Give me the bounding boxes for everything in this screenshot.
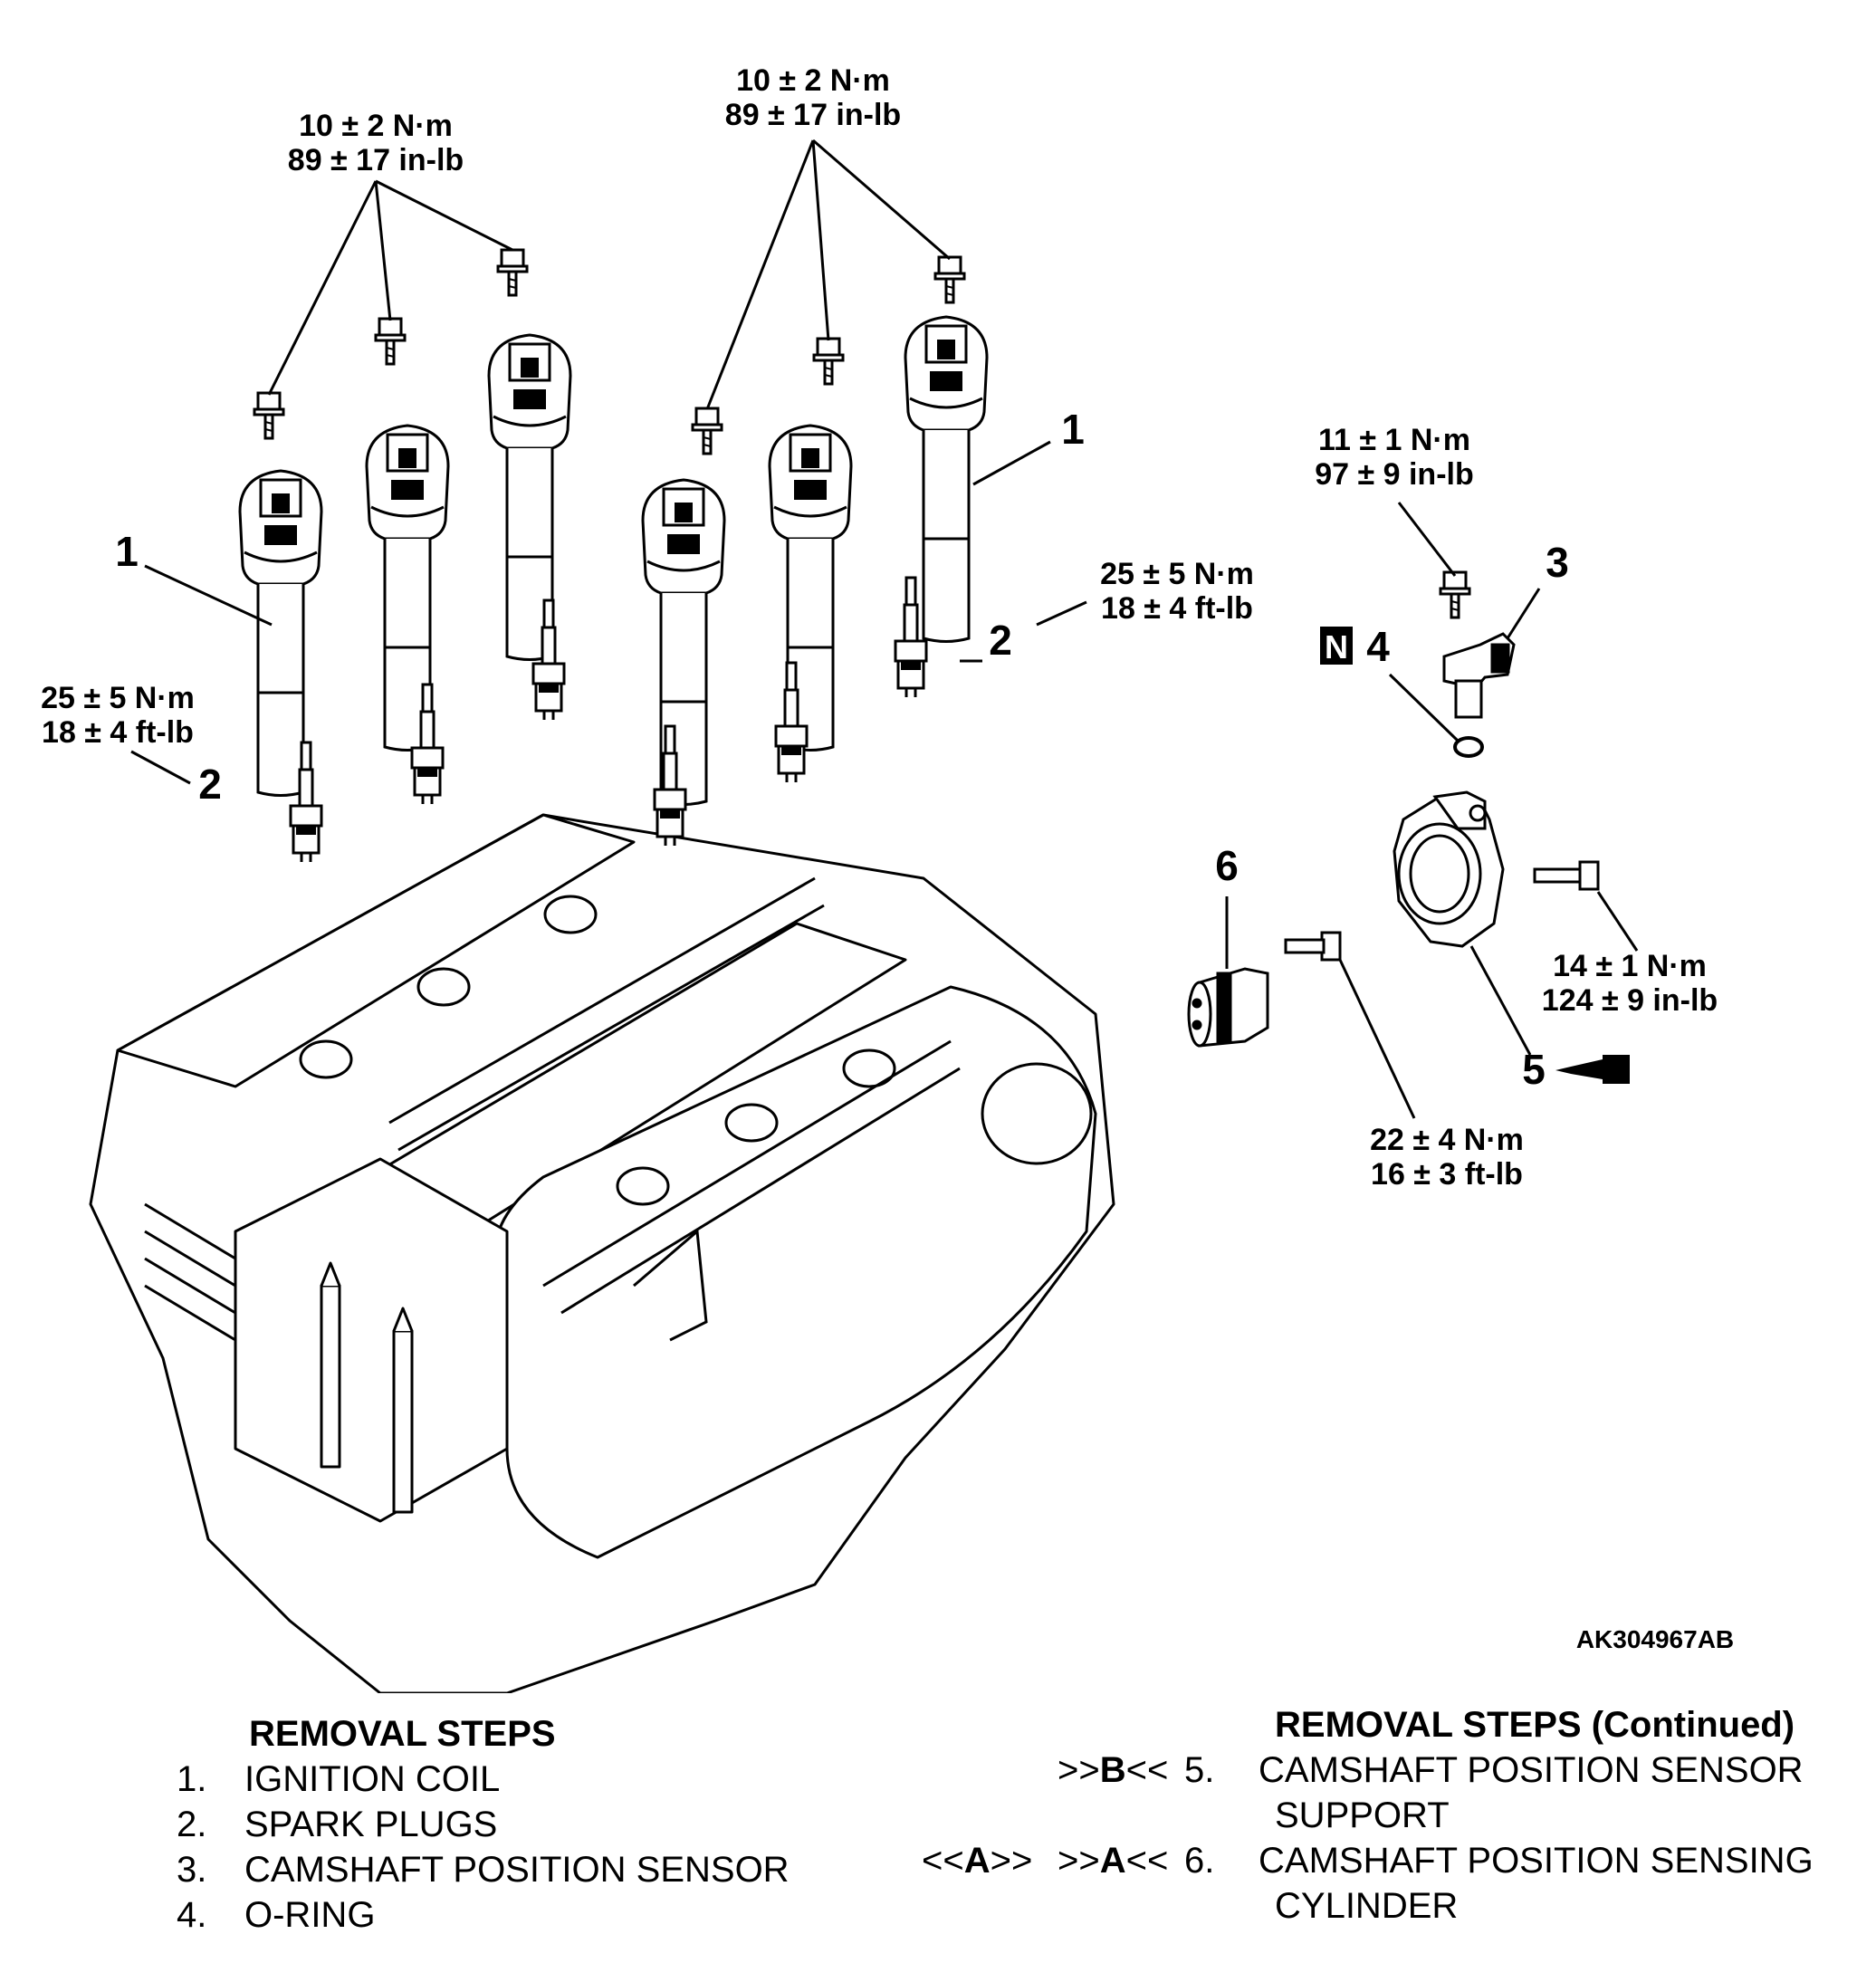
- callout-plugs-left: 25 ± 5 N·m 18 ± 4 ft-lb: [41, 681, 195, 750]
- svg-text:97 ± 9 in-lb: 97 ± 9 in-lb: [1315, 457, 1473, 492]
- callout-cylinder-bolt: 22 ± 4 N·m 16 ± 3 ft-lb: [1370, 1123, 1524, 1192]
- svg-text:3: 3: [1546, 539, 1569, 586]
- callout-coil-bolts-right: 10 ± 2 N·m 89 ± 17 in-lb: [725, 63, 901, 132]
- svg-text:89 ± 17 in-lb: 89 ± 17 in-lb: [288, 143, 464, 177]
- svg-text:18 ± 4 ft-lb: 18 ± 4 ft-lb: [42, 715, 194, 750]
- removal-step: 3.CAMSHAFT POSITION SENSOR: [177, 1850, 790, 1890]
- svg-text:89 ± 17 in-lb: 89 ± 17 in-lb: [725, 98, 901, 132]
- service-marker: >>B<<: [1058, 1750, 1169, 1790]
- svg-text:1: 1: [115, 528, 139, 575]
- svg-text:1: 1: [1061, 406, 1085, 453]
- leader-lines: [130, 139, 1639, 1119]
- svg-text:124 ± 9 in-lb: 124 ± 9 in-lb: [1542, 983, 1718, 1018]
- service-marker: [922, 1747, 1058, 1793]
- svg-text:18 ± 4 ft-lb: 18 ± 4 ft-lb: [1101, 591, 1253, 626]
- part-number-labels: 1 1 2 2 3 4 5 6: [115, 406, 1569, 1093]
- callout-plugs-right: 25 ± 5 N·m 18 ± 4 ft-lb: [1100, 557, 1254, 626]
- removal-step-6-line2: CYLINDER: [1275, 1886, 1459, 1926]
- removal-step: 4.O-RING: [177, 1895, 376, 1935]
- removal-steps-heading: REMOVAL STEPS: [249, 1714, 556, 1754]
- callout-coil-bolts-left: 10 ± 2 N·m 89 ± 17 in-lb: [288, 109, 464, 177]
- ignition-coil: [238, 315, 989, 806]
- service-marker: <<A>>: [922, 1841, 1033, 1881]
- exploded-diagram: N 10 ± 2 N·m 89 ± 17 in-lb 10 ± 2 N·m 89…: [41, 63, 1734, 1693]
- svg-text:4: 4: [1366, 623, 1390, 670]
- svg-text:5: 5: [1522, 1046, 1546, 1093]
- svg-text:2: 2: [198, 761, 222, 808]
- camshaft-position-sensor: [1442, 632, 1516, 719]
- svg-text:16 ± 3 ft-lb: 16 ± 3 ft-lb: [1371, 1157, 1523, 1192]
- coil-bolt: [253, 248, 1471, 619]
- svg-text:11 ± 1 N·m: 11 ± 1 N·m: [1318, 423, 1470, 457]
- svg-text:22 ± 4 N·m: 22 ± 4 N·m: [1370, 1123, 1524, 1157]
- svg-text:14 ± 1 N·m: 14 ± 1 N·m: [1553, 949, 1707, 983]
- o-ring: [1453, 736, 1484, 758]
- engine-block: [89, 813, 1115, 1693]
- removal-steps-continued: REMOVAL STEPS (Continued) >>B<< 5. CAMSH…: [922, 1702, 1814, 1929]
- removal-step-5-line2: SUPPORT: [1275, 1795, 1450, 1835]
- svg-text:25 ± 5 N·m: 25 ± 5 N·m: [41, 681, 195, 715]
- support-bolt: [1284, 860, 1600, 962]
- svg-text:6: 6: [1215, 842, 1239, 889]
- new-part-badge: N: [1320, 627, 1353, 665]
- removal-steps-continued-heading: REMOVAL STEPS (Continued): [1275, 1705, 1795, 1745]
- removal-step: 1.IGNITION COIL: [177, 1759, 501, 1799]
- callout-support-bolt: 14 ± 1 N·m 124 ± 9 in-lb: [1542, 949, 1718, 1018]
- callout-sensor-bolt: 11 ± 1 N·m 97 ± 9 in-lb: [1315, 423, 1473, 492]
- camshaft-sensing-cylinder: [1187, 967, 1269, 1048]
- removal-step-5: >>B<< 5. CAMSHAFT POSITION SENSOR: [922, 1747, 1814, 1793]
- svg-text:10 ± 2 N·m: 10 ± 2 N·m: [299, 109, 453, 143]
- removal-steps: REMOVAL STEPS 1.IGNITION COIL 2.SPARK PL…: [177, 1711, 790, 1938]
- svg-text:10 ± 2 N·m: 10 ± 2 N·m: [736, 63, 890, 98]
- camshaft-sensor-support: [1393, 790, 1505, 948]
- sealant-tube-icon: [1555, 1055, 1630, 1084]
- service-marker: >>A<<: [1058, 1841, 1169, 1881]
- removal-step: 2.SPARK PLUGS: [177, 1805, 498, 1844]
- svg-text:25 ± 5 N·m: 25 ± 5 N·m: [1100, 557, 1254, 591]
- svg-text:2: 2: [989, 617, 1012, 664]
- figure-id: AK304967AB: [1576, 1625, 1734, 1653]
- engine-details: [144, 876, 961, 1342]
- svg-text:N: N: [1325, 628, 1348, 665]
- removal-step-6: <<A>> >>A<< 6. CAMSHAFT POSITION SENSING: [922, 1838, 1814, 1883]
